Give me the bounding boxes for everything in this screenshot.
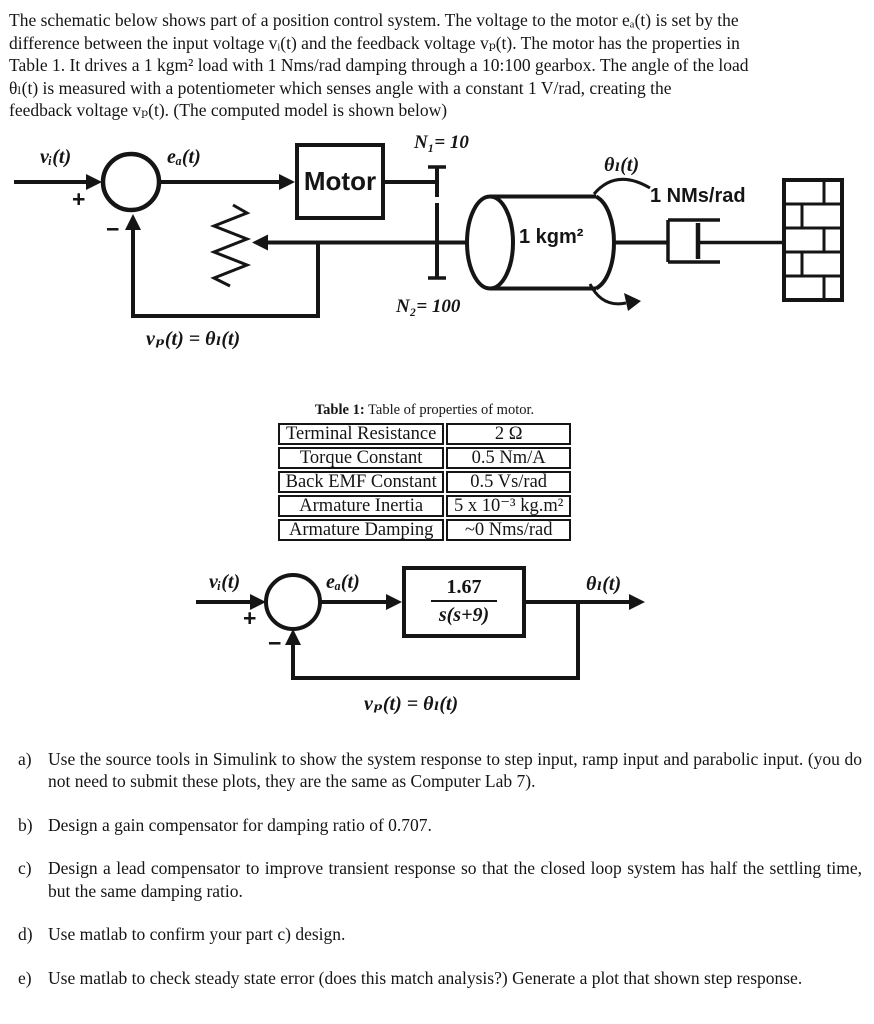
table-row: Torque Constant 0.5 Nm/A	[278, 446, 571, 469]
gear-n1-label: N₁= 10	[414, 131, 469, 153]
intro-line-2: difference between the input voltage vᵢ(…	[9, 32, 740, 53]
block-diagram: vᵢ(t) + − eₐ(t) 1.67 s(s+9) θₗ(t) vₚ(t) …	[0, 561, 874, 726]
intro-line-4: θₗ(t) is measured with a potentiometer w…	[9, 77, 672, 98]
schematic-drawing	[14, 151, 844, 318]
wall-outline	[782, 177, 844, 302]
arrowhead-icon	[250, 593, 266, 610]
table-row: Back EMF Constant 0.5 Vs/rad	[278, 470, 571, 493]
arrowhead-icon	[279, 173, 295, 190]
load-angle-label: θₗ(t)	[604, 153, 640, 176]
feedback-line	[131, 227, 320, 318]
potentiometer-symbol	[209, 203, 252, 287]
wall-brick-rows	[784, 202, 842, 277]
schematic-feedback-label: vₚ(t) = θₗ(t)	[146, 327, 241, 350]
question-label: e)	[18, 967, 32, 988]
motor-block: Motor	[295, 142, 385, 220]
gearbox-symbol	[428, 164, 446, 280]
summing-junction	[264, 572, 322, 631]
question-item-d: d) Use matlab to confirm your part c) de…	[18, 923, 862, 946]
question-text: Design a lead compensator to improve tra…	[48, 858, 862, 901]
tf-numerator: 1.67	[446, 576, 482, 598]
question-label: c)	[18, 858, 32, 878]
arrowhead-icon	[86, 173, 102, 190]
question-text: Use matlab to check steady state error (…	[48, 967, 803, 988]
arrowhead-icon	[624, 292, 641, 311]
damper-housing	[666, 217, 720, 264]
question-item-b: b) Design a gain compensator for damping…	[18, 814, 862, 837]
property-cell: Torque Constant	[278, 446, 445, 469]
load-inertia-label: 1 kgm²	[519, 225, 584, 248]
schematic-diagram: vᵢ(t) + − eₐ(t) Motor N₁= 10 N₂= 100 1 k…	[0, 130, 874, 380]
table-row: Armature Inertia 5 x 10⁻³ kg.m²	[278, 494, 571, 517]
schematic-minus-sign: −	[106, 215, 120, 242]
table-caption-title: Table 1:	[314, 401, 365, 418]
load-cylinder-symbol	[465, 194, 616, 290]
question-item-c: c) Design a lead compensator to improve …	[18, 857, 862, 902]
intro-line-3: Table 1. It drives a 1 kgm² load with 1 …	[9, 55, 749, 75]
bd-input-label: vᵢ(t)	[209, 570, 241, 593]
arrowhead-icon	[386, 593, 402, 610]
value-cell: ~0 Nms/rad	[446, 518, 571, 541]
arrowhead-icon	[285, 628, 301, 645]
table-caption: Table 1: Table of properties of motor.	[276, 402, 573, 419]
arrowhead-icon	[125, 213, 141, 230]
wall-symbol	[782, 177, 844, 302]
question-label: b)	[18, 814, 33, 835]
damping-label: 1 NMs/rad	[650, 184, 746, 207]
question-text: Design a gain compensator for damping ra…	[48, 814, 432, 835]
property-cell: Back EMF Constant	[278, 470, 445, 493]
arrowhead-icon	[252, 234, 268, 250]
intro-paragraph: The schematic below shows part of a posi…	[0, 0, 874, 122]
bd-output-label: θₗ(t)	[586, 572, 622, 595]
schematic-plus-sign: +	[72, 185, 86, 212]
bd-feedback-label: vₚ(t) = θₗ(t)	[364, 692, 459, 715]
motor-label: Motor	[303, 165, 377, 196]
arrowhead-icon	[629, 593, 645, 610]
value-cell: 5 x 10⁻³ kg.m²	[446, 494, 571, 517]
bd-plus-sign: +	[243, 604, 257, 631]
motor-properties-section: Table 1: Table of properties of motor. T…	[276, 402, 573, 543]
cylinder-right-cap	[594, 194, 616, 290]
feedback-line	[291, 601, 580, 680]
rotation-arrow-icon	[588, 282, 627, 305]
rotation-arc-icon	[592, 177, 651, 195]
transfer-function-block: 1.67 s(s+9)	[402, 565, 526, 638]
intro-line-5: feedback voltage vₚ(t). (The computed mo…	[9, 100, 448, 120]
block-diagram-drawing	[196, 572, 645, 680]
bd-minus-sign: −	[268, 629, 282, 656]
wall-brick-joints	[800, 179, 826, 300]
question-label: d)	[18, 924, 33, 944]
schematic-input-label: vᵢ(t)	[40, 145, 72, 168]
questions-list: a) Use the source tools in Simulink to s…	[0, 748, 874, 990]
tf-denominator: s(s+9)	[438, 604, 490, 626]
summing-junction	[100, 151, 162, 212]
damper-symbol	[666, 217, 784, 264]
value-cell: 0.5 Nm/A	[446, 446, 571, 469]
cylinder-left-cap	[465, 194, 515, 290]
question-item-e: e) Use matlab to check steady state erro…	[18, 967, 862, 990]
property-cell: Armature Inertia	[278, 494, 445, 517]
question-text: Use the source tools in Simulink to show…	[48, 748, 862, 792]
value-cell: 2 Ω	[446, 422, 571, 445]
table-row: Terminal Resistance 2 Ω	[278, 422, 571, 445]
value-cell: 0.5 Vs/rad	[446, 470, 571, 493]
property-cell: Terminal Resistance	[278, 422, 445, 445]
question-text: Use matlab to confirm your part c) desig…	[48, 924, 346, 944]
question-item-a: a) Use the source tools in Simulink to s…	[18, 748, 862, 793]
bd-error-label: eₐ(t)	[326, 570, 360, 593]
table-caption-text: Table of properties of motor.	[364, 401, 535, 418]
motor-properties-table: Terminal Resistance 2 Ω Torque Constant …	[276, 421, 573, 543]
gear-n2-label: N₂= 100	[396, 295, 461, 317]
schematic-error-label: eₐ(t)	[167, 145, 201, 168]
cylinder-body	[490, 194, 596, 290]
intro-line-1: The schematic below shows part of a posi…	[9, 10, 739, 30]
fraction-bar	[431, 600, 497, 602]
table-row: Armature Damping ~0 Nms/rad	[278, 518, 571, 541]
property-cell: Armature Damping	[278, 518, 445, 541]
question-label: a)	[18, 748, 32, 769]
